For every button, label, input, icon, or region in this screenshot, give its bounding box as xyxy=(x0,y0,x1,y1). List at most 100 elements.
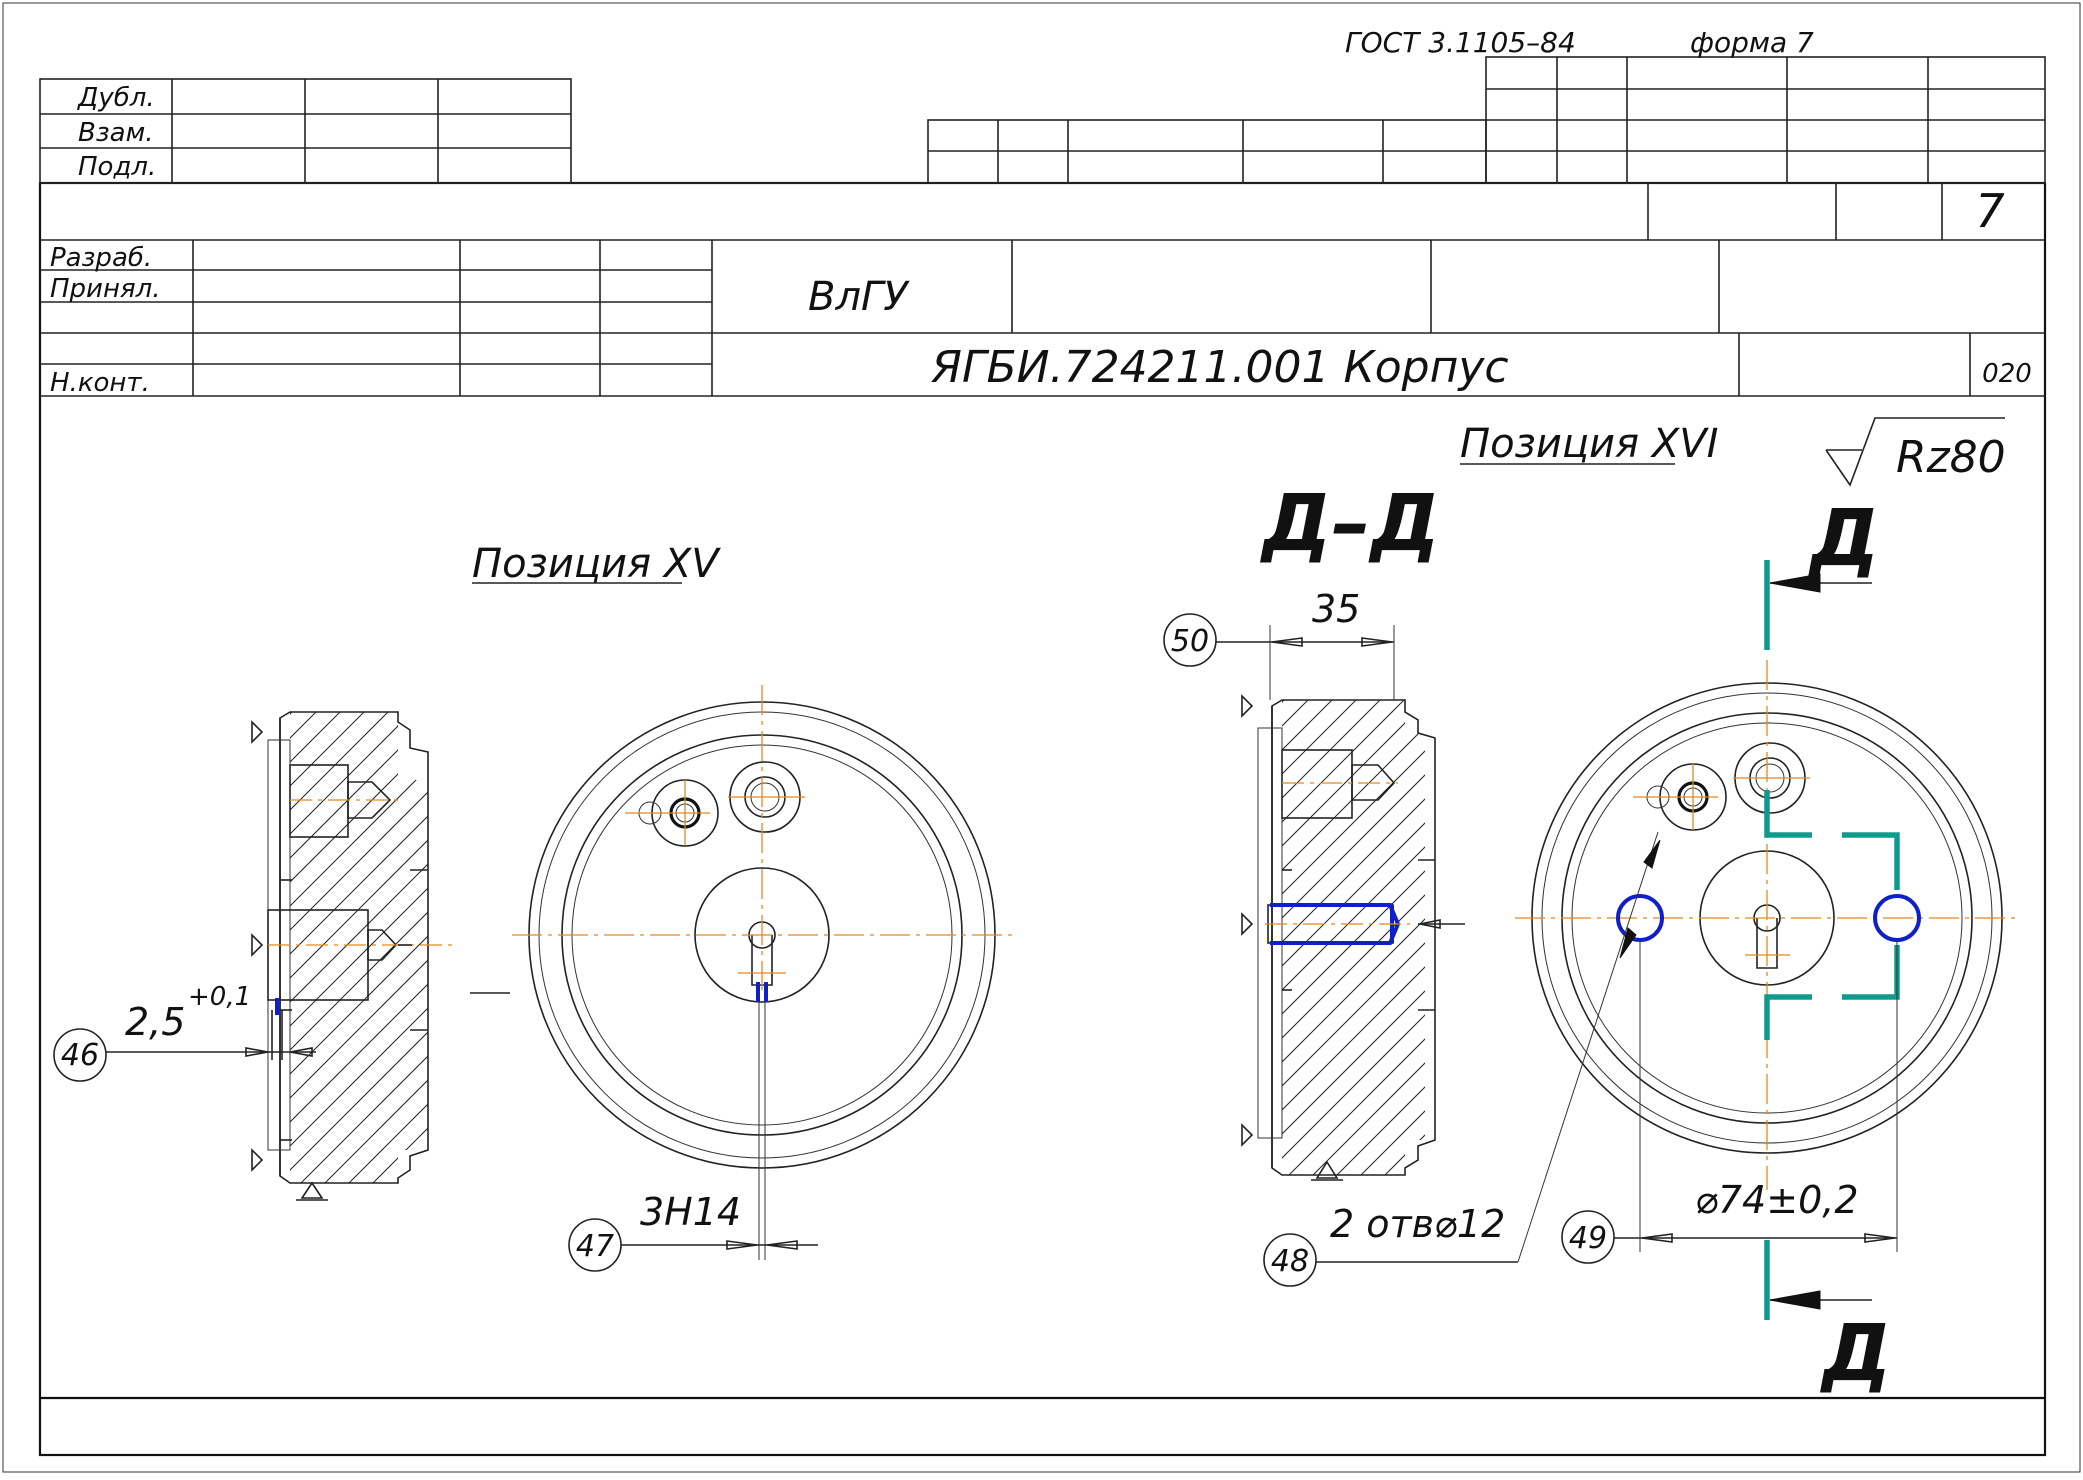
position-xv-title: Позиция XV xyxy=(472,541,721,587)
hatch-line xyxy=(290,712,428,1183)
roughness-symbol xyxy=(1825,417,2005,487)
dubl-table xyxy=(39,78,572,184)
hatch-line xyxy=(1282,700,1425,1175)
hatch-line xyxy=(1282,700,1425,1175)
hatch-line xyxy=(290,712,428,1183)
hatch-line xyxy=(1282,700,1425,1175)
hatch-line xyxy=(290,712,401,1183)
xv-front-view xyxy=(512,685,1015,1260)
form-label: форма 7 xyxy=(1690,26,1814,59)
bubble-48: 48 xyxy=(1271,1244,1309,1279)
hatch-line xyxy=(290,712,428,1183)
dim-50 xyxy=(1163,613,1395,700)
nkont-label: Н.конт. xyxy=(50,368,150,398)
hatch-line xyxy=(1282,700,1425,1175)
sheet-number-row xyxy=(40,182,2045,241)
hatch-line xyxy=(290,712,428,1183)
hatch-line xyxy=(1282,700,1425,1175)
xvi-section-view xyxy=(770,690,1465,1190)
dim-48-value: 2 отв⌀12 xyxy=(1330,1202,1505,1246)
operation-number: 020 xyxy=(1982,359,2032,389)
dim-48 xyxy=(1263,831,1661,1287)
vzam-label: Взам. xyxy=(78,118,153,148)
hatch-line xyxy=(290,712,428,1183)
hatch-line xyxy=(403,712,428,1183)
hatch-line xyxy=(1369,700,1425,1175)
dim-46 xyxy=(53,1028,316,1082)
razrab-label: Разраб. xyxy=(50,243,152,273)
hatch-line xyxy=(1417,700,1425,1175)
revision-table xyxy=(927,56,2046,184)
cut-label-bottom: Д xyxy=(1819,1309,1891,1399)
hatch-line xyxy=(307,712,428,1183)
dim-46-value: 2,5 xyxy=(125,1000,185,1044)
hatch-line xyxy=(1282,700,1425,1175)
hatch-line xyxy=(290,712,428,1183)
xvi-hatching xyxy=(770,690,1425,1190)
hatch-line xyxy=(1282,700,1425,1175)
hatch-line xyxy=(290,712,428,1183)
hatch-line xyxy=(770,690,1270,1190)
roughness-value: Rz80 xyxy=(1896,432,2006,483)
gost-label: ГОСТ 3.1105–84 xyxy=(1345,26,1576,59)
hatch-line xyxy=(1282,700,1425,1175)
hatch-line xyxy=(1282,700,1425,1175)
sheet-number: 7 xyxy=(1975,184,2004,238)
hatch-line xyxy=(1345,700,1425,1175)
bubble-47: 47 xyxy=(576,1229,614,1264)
hatch-line xyxy=(290,712,428,1183)
position-xvi-title: Позиция XVI xyxy=(1460,421,1718,467)
dim-47 xyxy=(568,1218,818,1272)
hatch-line xyxy=(290,712,329,1183)
organization-label: ВлГУ xyxy=(808,274,910,320)
document-title: ЯГБИ.724211.001 Корпус xyxy=(930,342,1508,393)
hatch-line xyxy=(1282,700,1391,1175)
bubble-50: 50 xyxy=(1171,624,1209,659)
dubl-label: Дубл. xyxy=(77,83,155,113)
hatch-line xyxy=(1282,700,1425,1175)
hatch-line xyxy=(1297,700,1425,1175)
hatch-line xyxy=(1282,700,1415,1175)
podl-label: Подл. xyxy=(78,152,156,182)
xv-section-view xyxy=(0,700,510,1201)
hatch-line xyxy=(1282,700,1343,1175)
hatch-line xyxy=(1282,700,1425,1175)
hatch-line xyxy=(1321,700,1425,1175)
hatch-line xyxy=(427,712,428,1183)
hatch-line xyxy=(0,700,280,1200)
hatch-line xyxy=(290,712,353,1183)
hatch-line xyxy=(290,712,428,1183)
hatch-line xyxy=(1282,700,1425,1175)
xvi-front-view xyxy=(1515,560,2020,1320)
bubble-46: 46 xyxy=(61,1038,99,1073)
hatch-line xyxy=(290,712,428,1183)
dim-35-value: 35 xyxy=(1312,587,1360,631)
xv-hatching xyxy=(0,700,428,1200)
hatch-line xyxy=(331,712,428,1183)
hatch-line xyxy=(290,712,305,1183)
hatch-line xyxy=(290,712,377,1183)
hatch-line xyxy=(290,712,428,1183)
prinyal-label: Принял. xyxy=(50,274,160,304)
dim-49 xyxy=(1561,940,1898,1264)
hatch-line xyxy=(290,712,428,1183)
hatch-line xyxy=(1282,700,1425,1175)
bubble-49: 49 xyxy=(1569,1221,1607,1256)
cut-label-top: Д xyxy=(1807,494,1879,584)
dim-46-tolerance: +0,1 xyxy=(188,982,251,1012)
section-dd-title: Д–Д xyxy=(1259,479,1440,569)
hatch-line xyxy=(1282,700,1295,1175)
hatch-line xyxy=(1282,700,1367,1175)
hatch-line xyxy=(290,712,428,1183)
dim-49-value: ⌀74±0,2 xyxy=(1695,1178,1859,1222)
hatch-line xyxy=(379,712,428,1183)
dim-47-value: 3H14 xyxy=(640,1190,741,1234)
title-block xyxy=(40,240,2045,397)
hatch-line xyxy=(290,712,428,1183)
hatch-line xyxy=(1282,700,1425,1175)
hatch-line xyxy=(290,712,428,1183)
hatch-line xyxy=(290,712,425,1183)
